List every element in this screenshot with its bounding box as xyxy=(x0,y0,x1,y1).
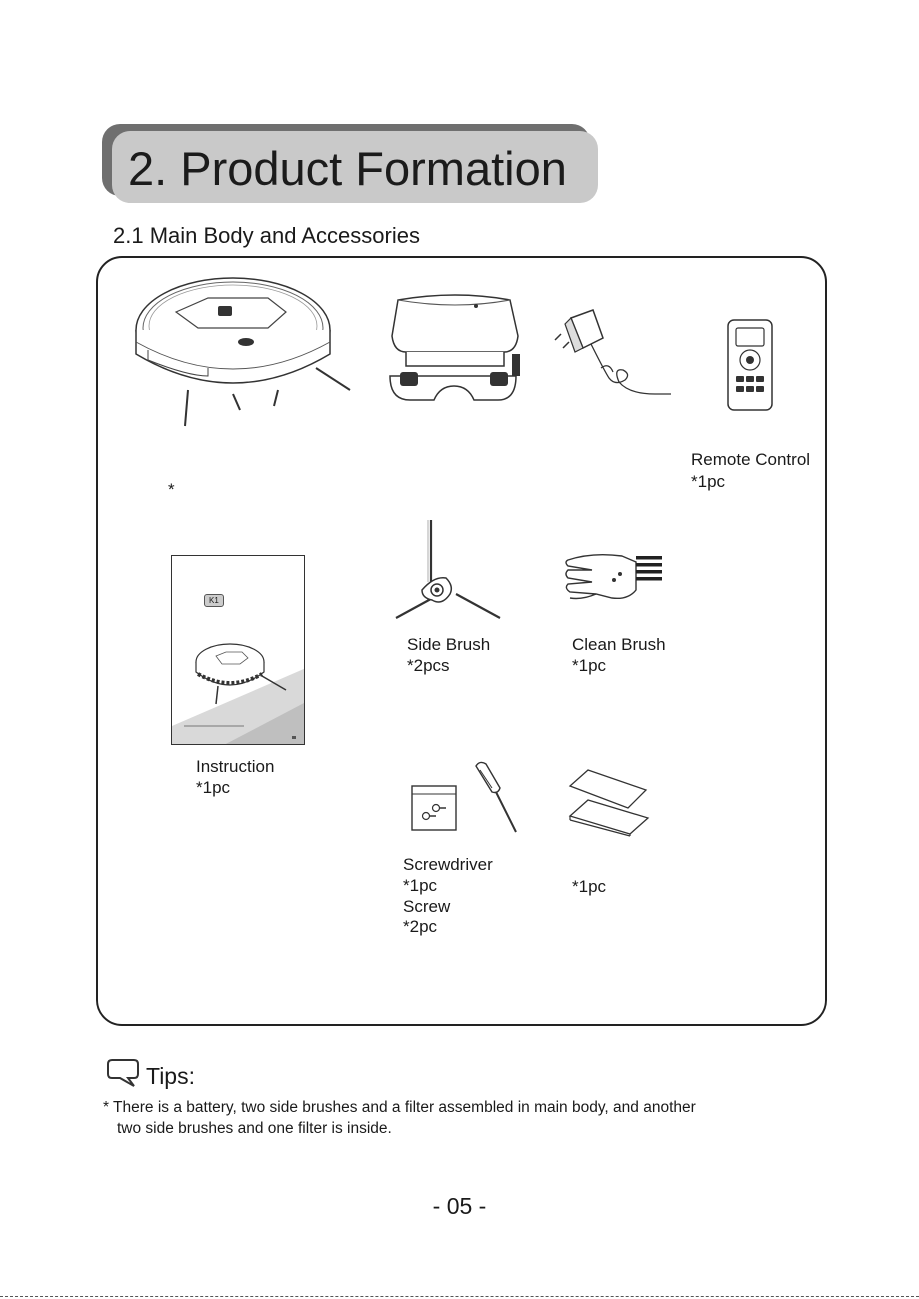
instruction-name: Instruction xyxy=(196,757,275,776)
instruction-booklet-illustration: K1 xyxy=(171,555,305,745)
robot-main-body-illustration xyxy=(135,277,351,427)
screw-qty: *2pc xyxy=(403,917,438,936)
title-banner xyxy=(112,131,598,203)
tips-line-2: two side brushes and one filter is insid… xyxy=(117,1120,392,1137)
side-brush-name: Side Brush xyxy=(407,635,491,654)
tips-text: * There is a battery, two side brushes a… xyxy=(103,1097,823,1139)
side-brush-illustration xyxy=(395,520,501,619)
section-subtitle: 2.1 Main Body and Accessories xyxy=(113,223,420,248)
power-adapter-illustration xyxy=(554,309,671,395)
clean-brush-illustration xyxy=(565,553,662,600)
screwdriver-and-screws-illustration xyxy=(411,761,517,833)
filter-qty: *1pc xyxy=(572,877,607,896)
remote-control-qty: *1pc xyxy=(691,472,726,491)
page-number: - 05 - xyxy=(432,1193,487,1219)
main-body-qty: * xyxy=(168,480,175,499)
remote-control-name: Remote Control xyxy=(691,450,811,469)
screwdriver-qty: *1pc xyxy=(403,876,438,895)
remote-control-illustration xyxy=(727,319,773,411)
clean-brush-name: Clean Brush xyxy=(572,635,666,654)
instruction-qty: *1pc xyxy=(196,778,231,797)
accessories-frame xyxy=(96,256,827,1026)
instruction-badge: K1 xyxy=(204,594,224,607)
screwdriver-name: Screwdriver xyxy=(403,855,493,874)
tips-line-1: * There is a battery, two side brushes a… xyxy=(103,1099,696,1116)
screw-name: Screw xyxy=(403,897,451,916)
speech-bubble-icon xyxy=(107,1059,139,1087)
page-bottom-dashed-line xyxy=(0,1296,919,1297)
page-title: 2. Product Formation xyxy=(128,142,567,195)
tips-label: Tips: xyxy=(146,1063,195,1089)
charging-dock-illustration xyxy=(389,294,520,401)
side-brush-qty: *2pcs xyxy=(407,656,450,675)
clean-brush-qty: *1pc xyxy=(572,656,607,675)
filter-illustration xyxy=(568,769,650,837)
